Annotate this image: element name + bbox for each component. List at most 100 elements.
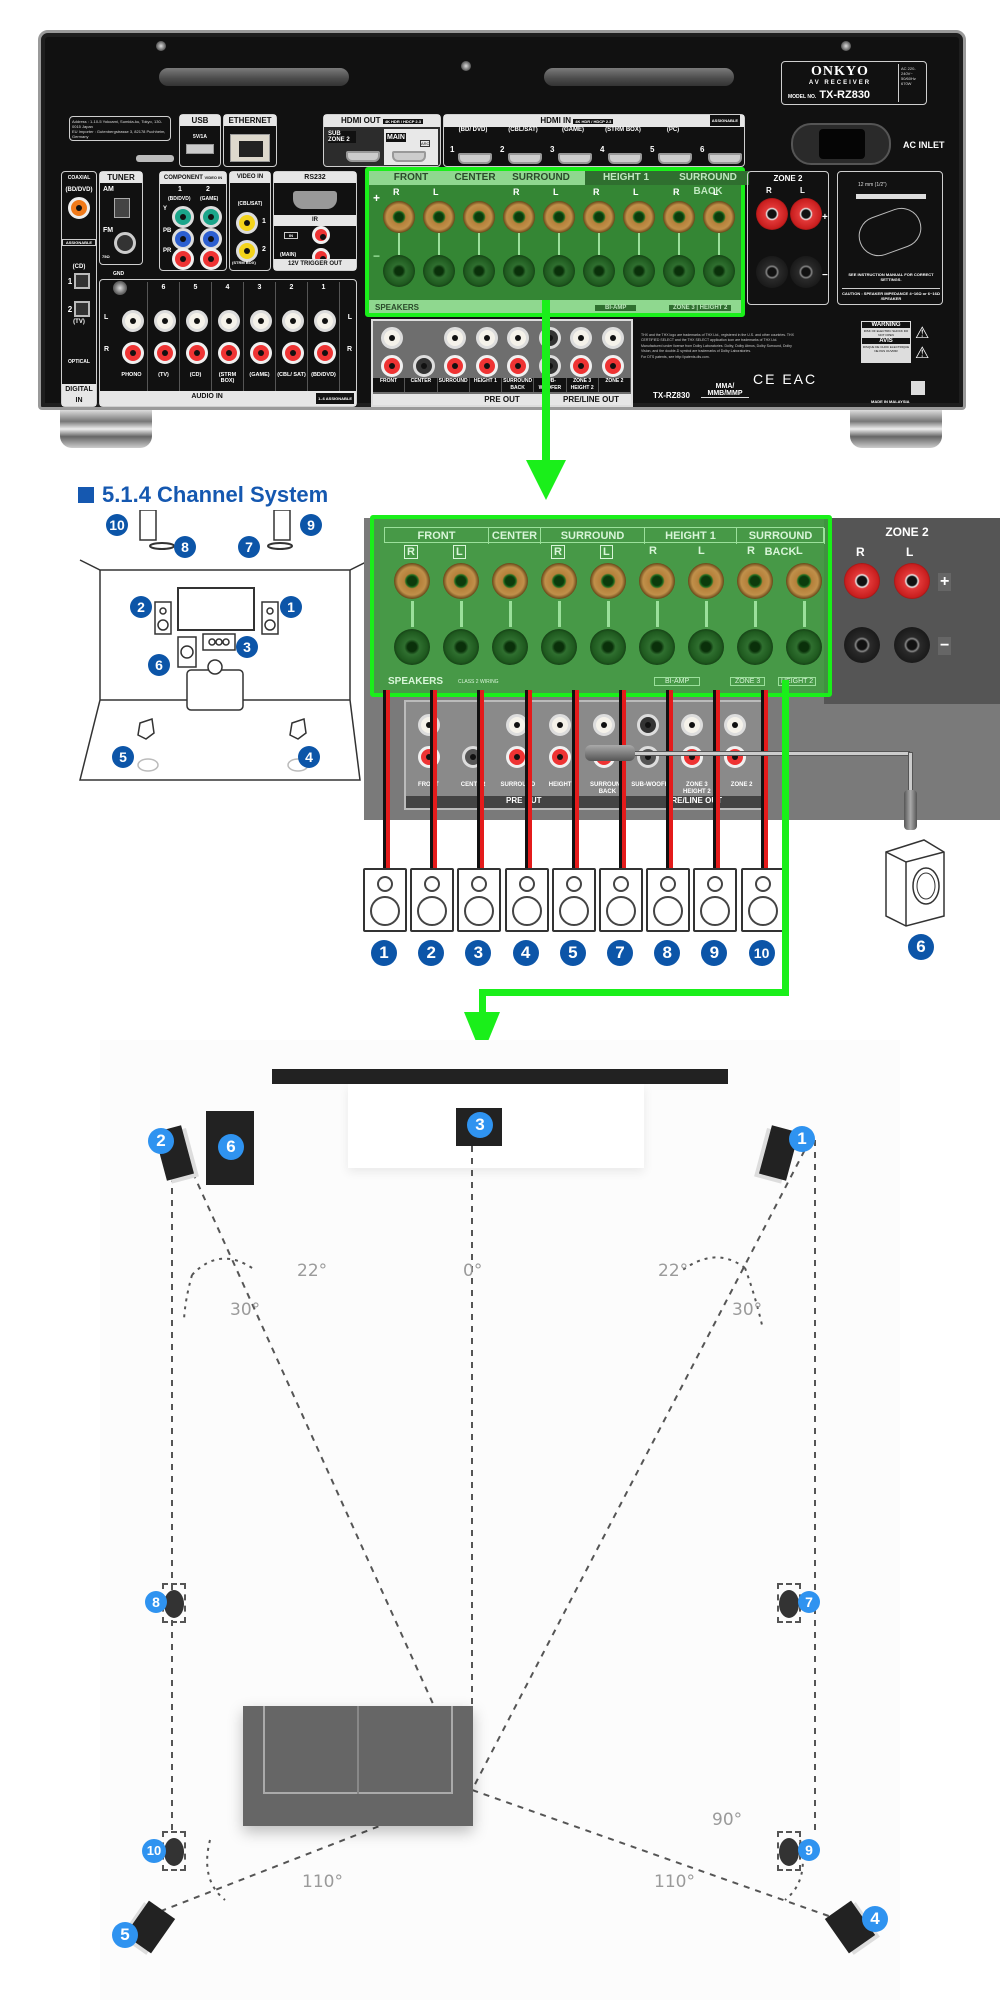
wiring-channel-label: R [747,545,755,557]
pre-out-column [377,325,409,385]
floor-plan [100,1040,900,2000]
terminal-illustration [853,202,927,262]
audio-in-label: (CBL/ SAT) [277,372,306,378]
floor-badge-8: 8 [145,1591,167,1613]
audio-in-jack-l [250,310,272,332]
subwoofer-cable [600,751,910,756]
hdmi-in-port-number: 6 [700,145,705,154]
wiring-minus-post [639,629,675,665]
micro-usb-port [136,155,174,162]
audio-in-l-right: L [347,314,352,321]
fm-ohm: 75Ω [102,254,110,259]
post-link [478,233,480,255]
address-value: 1-10-5 Yokoami, Sumida-ku, Tokyo, 130-00… [72,119,162,129]
audio-in-column: 1(BD/DVD) [308,282,340,392]
ethernet-section: ETHERNET [223,114,277,167]
zone2-l: L [800,186,805,195]
pre-out-column [472,325,504,385]
hdmi-in-port-label: (STRM BOX) [605,127,641,133]
wiring-pre-out-jack-l [636,714,659,736]
floor-speaker [457,868,502,932]
component-col2-src: (GAME) [200,196,219,202]
speaker-minus-sign: − [373,249,381,263]
angle-right-90: 90° [712,1810,743,1830]
wiring-plus-post [394,563,430,599]
post-link [598,233,600,255]
wiring-channel-label: L [600,545,613,559]
angle-right-30: 30° [732,1300,763,1320]
hdmi-in-port-number: 5 [650,145,655,154]
wiring-zone2-l-minus [894,627,930,663]
hdmi-sub-zone2-label: SUB ZONE 2 [328,131,356,143]
ir-title: IR [274,215,356,226]
pre-out-column [503,325,535,385]
video-in-src1: (CBL/SAT) [237,201,263,207]
wiring-pre-out-label: FRONT [418,782,439,788]
speaker-wire [760,690,768,870]
audio-in-label: (CD) [189,372,202,378]
wiring-zone2-r-minus [844,627,880,663]
component-video-section: COMPONENT VIDEO IN 1 2 (BD/DVD) (GAME) Y… [159,171,227,271]
pre-out-column [440,325,472,385]
address-box: Address : 1-10-5 Yokoami, Sumida-ku, Tok… [69,116,171,141]
audio-in-jack-r [250,342,272,364]
component-pr: PR [163,248,172,254]
audio-in-label: PHONO [121,372,142,378]
video-in-num1: 1 [262,218,266,225]
hdmi-in-port-label: (PC) [666,127,680,133]
wiring-height2-label: HEIGHT 2 [778,677,817,686]
optical2-source: (TV) [73,319,85,325]
pre-out-label: SUB-WOOFER [534,378,567,392]
hdmi-in-assignable: ASSIGNABLE [709,115,740,126]
fm-label: FM [103,227,114,234]
wiring-speaker-group-header: HEIGHT 1 [645,528,737,544]
audio-in-jack-l [314,310,336,332]
front-right-line [471,1139,811,1791]
ir-in-label: IN [284,232,298,239]
sofa [243,1706,473,1826]
room-illustration [79,510,370,781]
pre-out-jack-l [381,327,403,349]
angle-right-22: 22° [658,1261,689,1281]
room-badge-7: 7 [238,536,260,558]
woofer [747,896,778,926]
pre-out-jack-l [475,327,498,349]
angle-center-0: 0° [463,1261,483,1281]
speaker-group-header: SURROUND BACK [667,171,749,197]
hdmi-out-badge: 4K HDR / HDCP 2.3 [382,119,423,124]
component-y-jack-2 [200,206,222,228]
tweeter [565,876,582,892]
wiring-pre-out-jack-r [636,746,659,768]
wiring-speaker-group-header: FRONT [385,528,489,544]
gnd-terminal [113,281,127,295]
floor-badge-9: 9 [798,1839,820,1861]
wiring-post-link [754,601,757,627]
hdmi-out-section: HDMI OUT 4K HDR / HDCP 2.3 SUB ZONE 2 MA… [323,114,441,167]
audio-in-column: 5(CD) [180,282,212,392]
pre-out-jack-r [444,355,466,377]
made-in-label: MADE IN MALAYSIA [871,399,910,404]
wiring-pre-out-label: SURROUND BACK [590,782,625,795]
component-pb-jack-2 [200,228,222,250]
wiring-speaker-badge: 3 [465,940,492,966]
speaker-minus-post [383,255,415,287]
digital-in-section: COAXIAL (BD/DVD) ASSIGNABLE (CD) 1 2 (TV… [61,171,97,407]
audio-in-column: 2(CBL/ SAT) [276,282,308,392]
component-header: COMPONENT VIDEO IN [160,172,226,184]
pre-out-column [535,325,567,385]
speaker-wire [666,690,674,870]
pre-out-column [566,325,598,385]
ce-eac-marks: CE EAC [753,371,818,387]
left-30-arc [183,1274,193,1321]
post-link [558,233,560,255]
wiring-plus-post [639,563,675,599]
speaker-plus-post [663,201,695,233]
woofer [700,896,731,926]
wiring-zone2-title: ZONE 2 [885,525,929,539]
wiring-zone2-r: R [856,545,865,559]
